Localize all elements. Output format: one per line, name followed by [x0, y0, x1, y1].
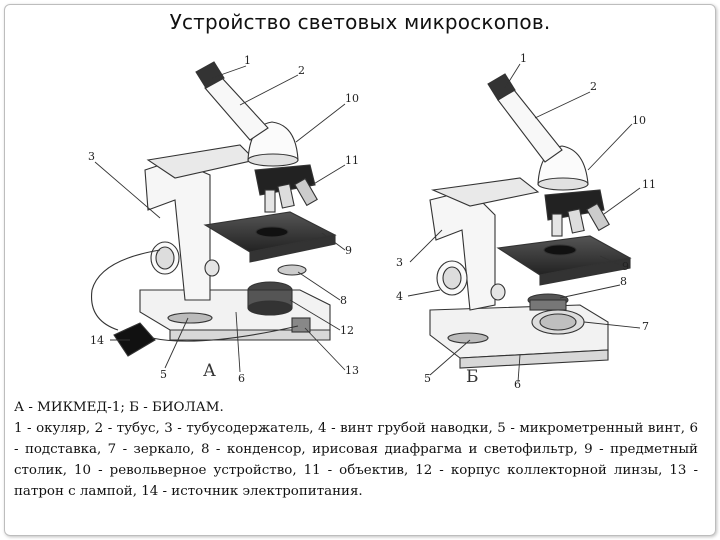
- microscopes-figure: 1 2 10 11 3 9 8 12 13 14 5 6 А: [88, 52, 656, 391]
- callout-b-3: 3: [396, 256, 403, 269]
- callout-b-9: 9: [622, 260, 629, 273]
- callout-a-8: 8: [340, 294, 347, 307]
- microscope-a: [90, 61, 337, 357]
- callout-b-4: 4: [396, 290, 403, 303]
- callout-b-8: 8: [620, 275, 627, 288]
- callout-a-12: 12: [340, 324, 354, 337]
- callout-a-11: 11: [345, 154, 359, 167]
- callout-a-13: 13: [345, 364, 359, 377]
- callout-b-11: 11: [642, 178, 656, 191]
- callout-b-1: 1: [520, 52, 527, 65]
- callout-lines-a: [94, 65, 346, 373]
- microscope-b-letter: Б: [466, 367, 479, 387]
- caption-body: 1 - окуляр, 2 - тубус, 3 - тубусодержате…: [14, 421, 698, 499]
- caption: А - МИКМЕД-1; Б - БИОЛАМ. 1 - окуляр, 2 …: [14, 397, 698, 502]
- callout-labels-a: 1 2 10 11 3 9 8 12 13 14 5 6: [88, 54, 359, 385]
- callout-a-9: 9: [345, 244, 352, 257]
- callout-b-7: 7: [642, 320, 649, 333]
- callout-b-10: 10: [632, 114, 646, 127]
- callout-labels-b: 1 2 10 11 3 9 4 8 7 5 6: [396, 52, 656, 391]
- callout-b-2: 2: [590, 80, 597, 93]
- callout-b-5: 5: [424, 372, 431, 385]
- callout-a-2: 2: [298, 64, 305, 77]
- caption-line-1: А - МИКМЕД-1; Б - БИОЛАМ.: [14, 400, 224, 415]
- callout-b-6: 6: [514, 378, 521, 391]
- callout-a-1: 1: [244, 54, 251, 67]
- slide-frame: [4, 4, 716, 536]
- slide-title: Устройство световых микроскопов.: [169, 10, 551, 34]
- callout-lines-b: [407, 63, 641, 383]
- callout-a-14: 14: [90, 334, 104, 347]
- microscope-a-letter: А: [203, 361, 216, 381]
- callout-a-5: 5: [160, 368, 167, 381]
- callout-a-10: 10: [345, 92, 359, 105]
- callout-a-6: 6: [238, 372, 245, 385]
- callout-a-3: 3: [88, 150, 95, 163]
- microscope-b: [429, 73, 632, 369]
